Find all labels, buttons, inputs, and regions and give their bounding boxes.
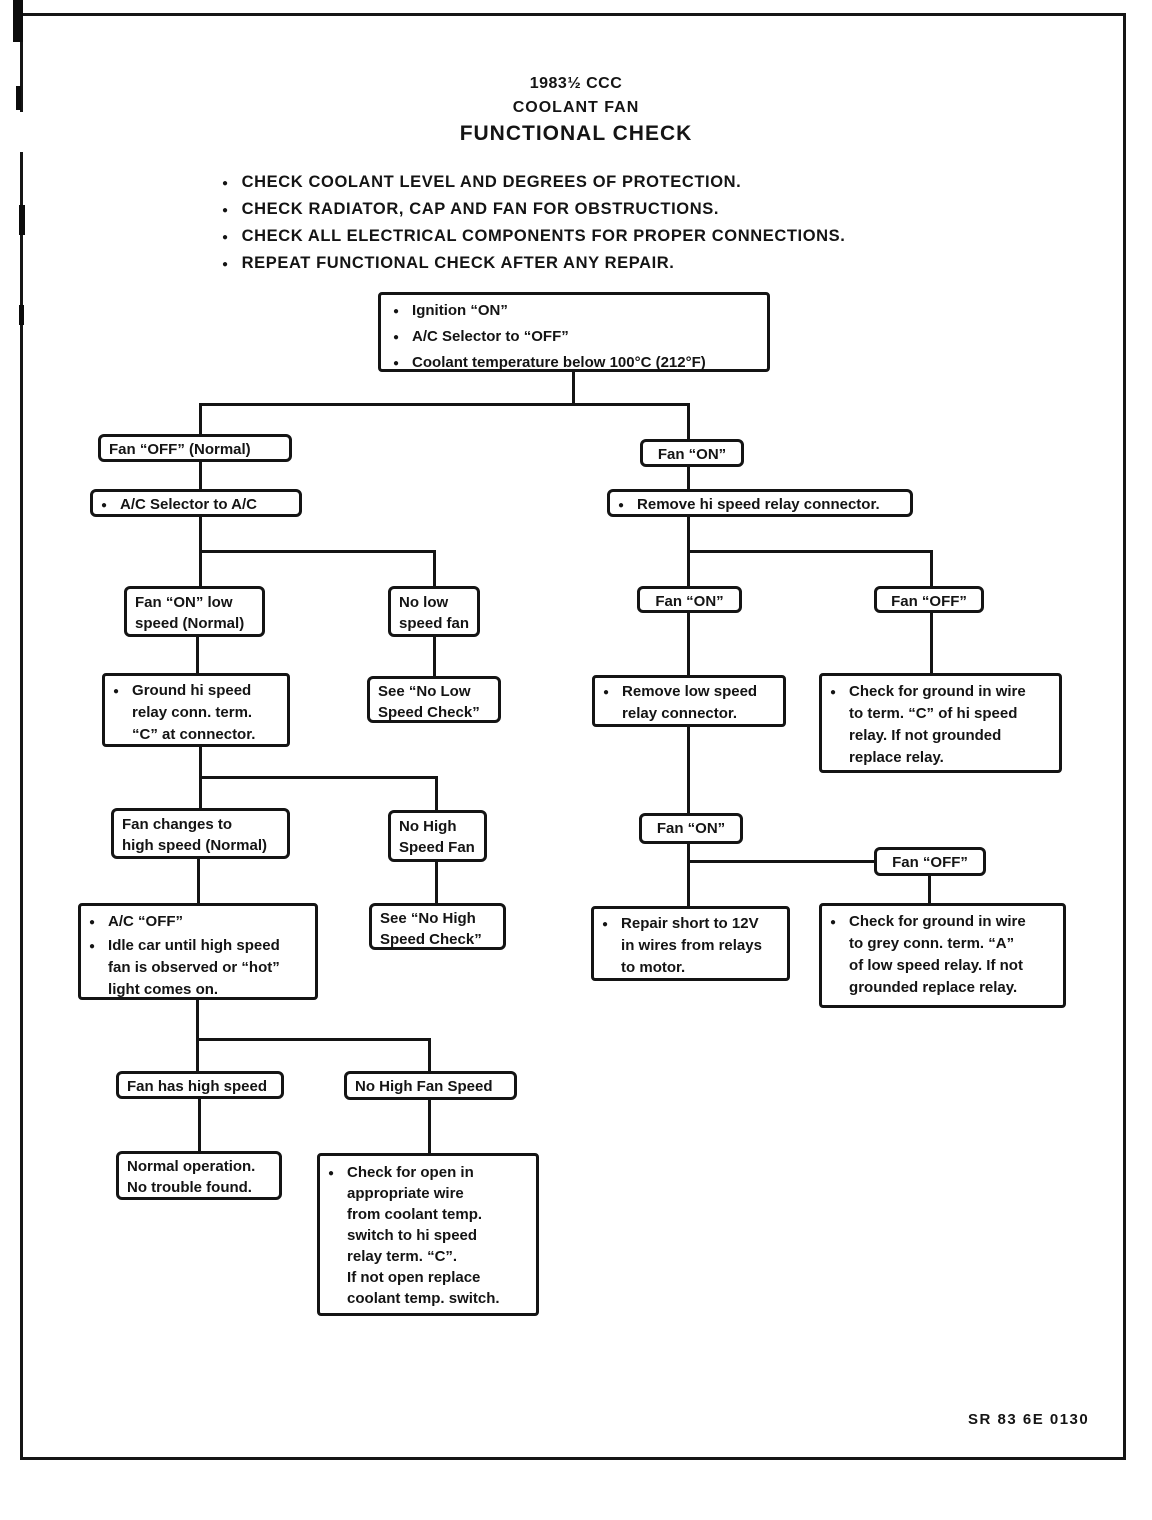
connector-line	[687, 860, 874, 863]
node-no-high-speed-fan: No High Speed Fan	[388, 810, 487, 862]
connector-line	[196, 1038, 199, 1073]
node-start-conditions: Ignition “ON” A/C Selector to “OFF” Cool…	[378, 292, 770, 372]
connector-line	[930, 550, 933, 588]
node-check-ground-hi-speed-relay: Check for ground in wire to term. “C” of…	[819, 673, 1062, 773]
node-remove-hi-speed-relay: Remove hi speed relay connector.	[607, 489, 913, 517]
connector-line	[433, 550, 436, 588]
connector-line	[687, 465, 690, 491]
preliminary-checklist: CHECK COOLANT LEVEL AND DEGREES OF PROTE…	[222, 170, 845, 278]
scan-artifact	[19, 305, 24, 325]
connector-line	[687, 515, 690, 553]
connector-line	[197, 857, 200, 905]
connector-line	[198, 1097, 201, 1153]
connector-line	[572, 370, 575, 406]
bullet-icon	[602, 913, 608, 937]
title-year: 1983½ CCC	[529, 75, 623, 92]
connector-line	[435, 776, 438, 812]
bullet-icon	[618, 494, 624, 517]
bullet-icon	[89, 911, 95, 935]
checklist-item: CHECK COOLANT LEVEL AND DEGREES OF PROTE…	[222, 170, 845, 197]
bullet-icon	[393, 299, 399, 325]
scan-artifact	[16, 86, 21, 110]
connector-line	[199, 745, 202, 779]
connector-line	[199, 776, 202, 810]
bullet-icon	[113, 680, 119, 704]
node-remove-low-speed-relay: Remove low speed relay connector.	[592, 675, 786, 727]
node-fan-on-mid: Fan “ON”	[637, 586, 742, 613]
node-fan-off-mid: Fan “OFF”	[874, 586, 984, 613]
bullet-icon	[222, 251, 229, 278]
node-fan-on-low-speed: Fan “ON” low speed (Normal)	[124, 586, 265, 637]
title-subject: COOLANT FAN	[512, 99, 640, 116]
bullet-icon	[393, 325, 399, 351]
document-code: SR 83 6E 0130	[968, 1411, 1090, 1428]
connector-line	[199, 461, 202, 491]
node-no-high-fan-speed: No High Fan Speed	[344, 1071, 517, 1100]
node-see-no-low-speed-check: See “No Low Speed Check”	[367, 676, 501, 723]
scan-artifact	[19, 205, 25, 235]
connector-line	[199, 403, 202, 436]
connector-line	[199, 403, 690, 406]
bullet-icon	[222, 224, 229, 251]
connector-line	[687, 842, 690, 908]
connector-line	[435, 860, 438, 905]
connector-line	[199, 550, 436, 553]
checklist-item: CHECK ALL ELECTRICAL COMPONENTS FOR PROP…	[222, 224, 845, 251]
border-gap	[17, 112, 28, 152]
node-fan-on-bottom: Fan “ON”	[639, 813, 743, 844]
node-fan-has-high-speed: Fan has high speed	[116, 1071, 284, 1099]
node-fan-on: Fan “ON”	[640, 439, 744, 467]
bullet-icon	[101, 494, 107, 517]
connector-line	[687, 611, 690, 677]
node-normal-operation: Normal operation. No trouble found.	[116, 1151, 282, 1200]
connector-line	[687, 550, 933, 553]
connector-line	[928, 874, 931, 905]
checklist-item: CHECK RADIATOR, CAP AND FAN FOR OBSTRUCT…	[222, 197, 845, 224]
node-check-ground-low-speed-relay: Check for ground in wire to grey conn. t…	[819, 903, 1066, 1008]
bullet-icon	[830, 681, 836, 705]
checklist-item: REPEAT FUNCTIONAL CHECK AFTER ANY REPAIR…	[222, 251, 845, 278]
connector-line	[930, 611, 933, 675]
node-fan-changes-high-speed: Fan changes to high speed (Normal)	[111, 808, 290, 859]
connector-line	[196, 635, 199, 675]
connector-line	[687, 403, 690, 441]
bullet-icon	[393, 351, 399, 377]
title-main: FUNCTIONAL CHECK	[459, 122, 693, 145]
connector-line	[687, 550, 690, 588]
connector-line	[196, 998, 199, 1041]
connector-line	[199, 776, 438, 779]
connector-line	[687, 725, 690, 815]
node-check-for-open-wire: Check for open in appropriate wire from …	[317, 1153, 539, 1316]
node-fan-off-bottom: Fan “OFF”	[874, 847, 986, 876]
connector-line	[433, 635, 436, 678]
scan-artifact	[13, 0, 23, 42]
node-ground-hi-speed-relay: Ground hi speed relay conn. term. “C” at…	[102, 673, 290, 747]
node-ac-off-idle-car: A/C “OFF” Idle car until high speed fan …	[78, 903, 318, 1000]
bullet-icon	[830, 911, 836, 935]
connector-line	[199, 516, 202, 553]
connector-line	[196, 1038, 431, 1041]
node-no-low-speed-fan: No low speed fan	[388, 586, 480, 637]
page-title: 1983½ CCC COOLANT FAN FUNCTIONAL CHECK	[326, 72, 826, 148]
node-repair-short-12v: Repair short to 12V in wires from relays…	[591, 906, 790, 981]
bullet-icon	[603, 681, 609, 705]
node-fan-off-normal: Fan “OFF” (Normal)	[98, 434, 292, 462]
connector-line	[428, 1038, 431, 1073]
node-see-no-high-speed-check: See “No High Speed Check”	[369, 903, 506, 950]
bullet-icon	[222, 170, 229, 197]
bullet-icon	[222, 197, 229, 224]
bullet-icon	[328, 1162, 334, 1185]
node-ac-selector-to-ac: A/C Selector to A/C	[90, 489, 302, 517]
bullet-icon	[89, 935, 95, 959]
connector-line	[199, 550, 202, 588]
connector-line	[428, 1098, 431, 1155]
page-border	[20, 13, 1126, 1460]
